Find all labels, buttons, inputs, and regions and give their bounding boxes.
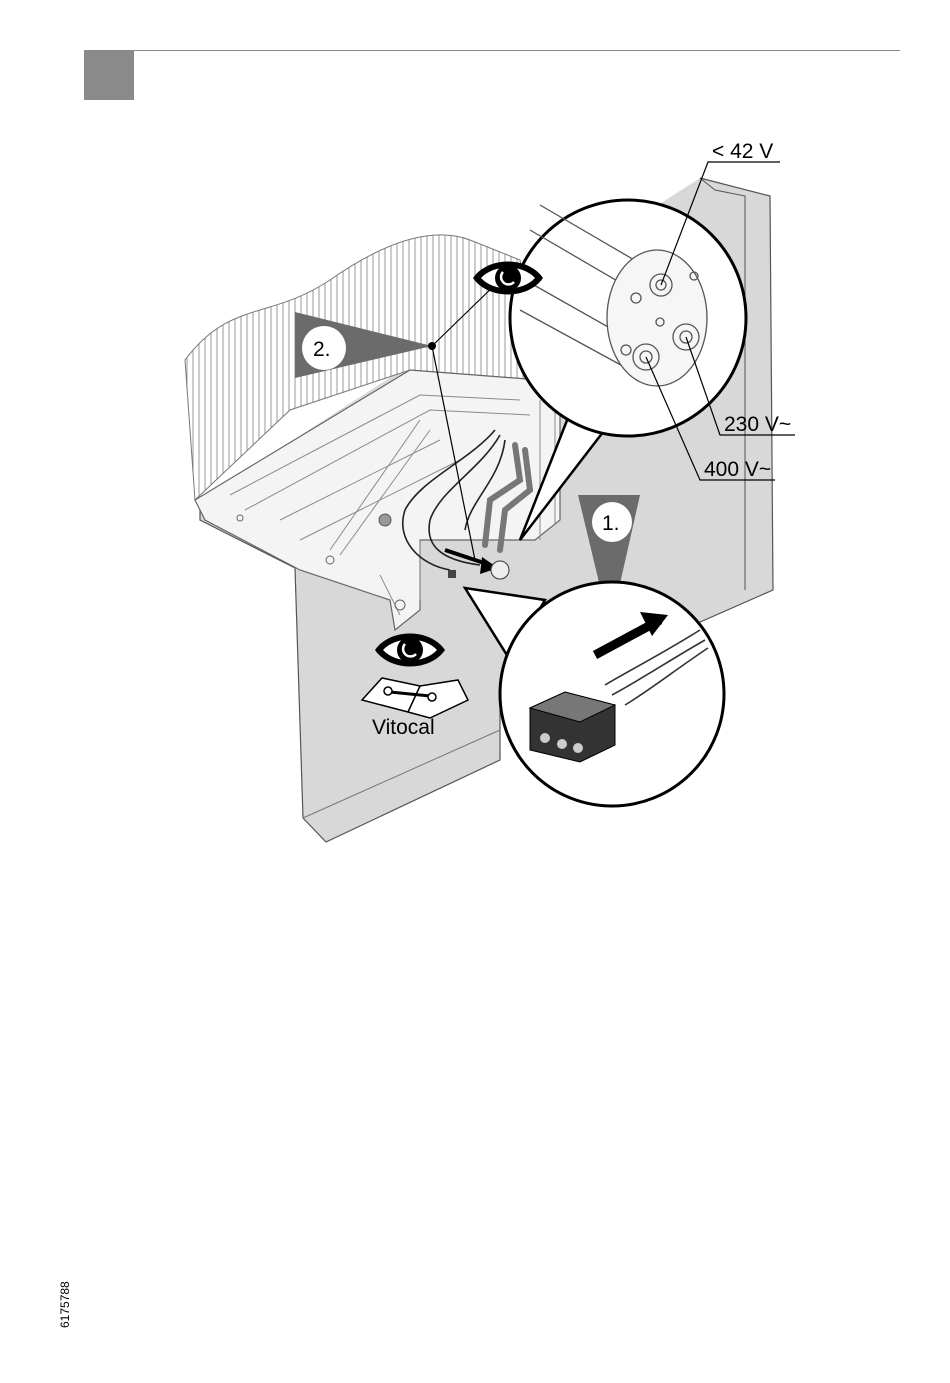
- terminal-plug: [530, 692, 615, 762]
- label-400v: 400 V~: [704, 458, 771, 481]
- document-number: 6175788: [58, 1288, 72, 1328]
- manual-label: Vitocal: [372, 716, 435, 739]
- step-1-label: 1.: [602, 512, 620, 535]
- detail-circle-bottom: [500, 582, 724, 806]
- label-low-voltage: < 42 V: [712, 140, 773, 163]
- label-230v: 230 V~: [724, 413, 791, 436]
- step-2-label: 2.: [313, 338, 331, 361]
